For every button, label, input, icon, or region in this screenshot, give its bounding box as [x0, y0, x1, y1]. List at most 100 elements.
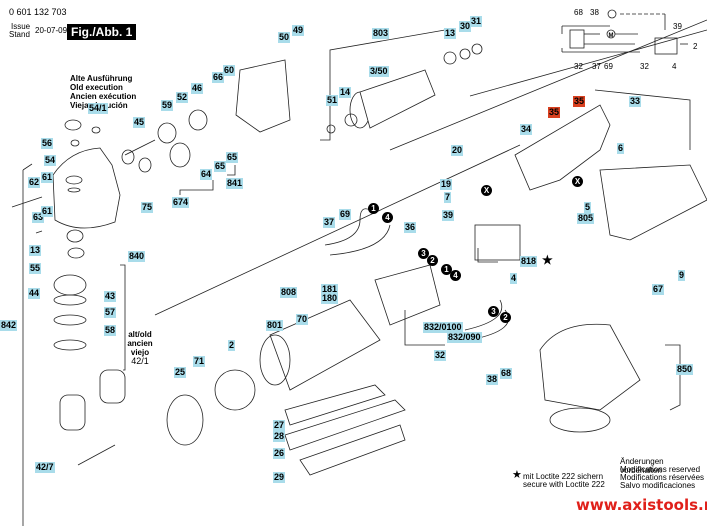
part-number: 0 601 132 703 [9, 7, 67, 17]
part-label[interactable]: 65 [226, 152, 239, 163]
part-label[interactable]: 850 [676, 364, 694, 375]
part-label[interactable]: 70 [296, 314, 309, 325]
circuit-label-39: 39 [673, 22, 682, 31]
part-label[interactable]: 32 [434, 350, 447, 361]
part-label[interactable]: 54 [44, 155, 57, 166]
part-label[interactable]: 674 [172, 197, 190, 208]
part-label[interactable]: 63 [32, 212, 45, 223]
part-label[interactable]: 50 [278, 32, 291, 43]
part-label[interactable]: 37 [323, 217, 336, 228]
note-en: Old execution [70, 83, 123, 92]
part-label-highlighted[interactable]: 35 [548, 107, 561, 118]
wire-marker-3: 3 [418, 248, 429, 259]
part-label[interactable]: 42/7 [35, 462, 55, 473]
wiring-schematic [561, 9, 688, 55]
part-label-highlighted[interactable]: 35 [573, 96, 586, 107]
old-chuck-de: alt/old [128, 330, 152, 339]
part-label[interactable]: 803 [372, 28, 390, 39]
part-label[interactable]: 2 [228, 340, 236, 351]
part-label[interactable]: 49 [292, 25, 305, 36]
part-label[interactable]: 818 [520, 256, 538, 267]
part-label[interactable]: 13 [29, 245, 42, 256]
part-label[interactable]: 3/50 [369, 66, 389, 77]
switch-unit [474, 224, 521, 261]
old-chuck-fr: ancien [127, 339, 153, 348]
gear-housing-plate [235, 59, 291, 133]
part-label[interactable]: 60 [223, 65, 236, 76]
part-label[interactable]: 30 [459, 21, 472, 32]
part-label[interactable]: 14 [339, 87, 352, 98]
part-label[interactable]: 46 [191, 83, 204, 94]
part-label[interactable]: 38 [486, 374, 499, 385]
part-label[interactable]: 842 [0, 320, 18, 331]
wire-marker-1: 1 [368, 203, 379, 214]
loctite-note-de: mit Loctite 222 sichern [523, 472, 604, 481]
part-label[interactable]: 6 [617, 143, 625, 154]
part-label[interactable]: 45 [133, 117, 146, 128]
part-label[interactable]: 36 [404, 222, 417, 233]
part-label[interactable]: 56 [41, 138, 54, 149]
issue-date: 20-07-09 [35, 26, 68, 35]
part-label[interactable]: 75 [141, 202, 154, 213]
wire-marker-2: 2 [500, 312, 511, 323]
circuit-label-2: 2 [693, 42, 698, 51]
part-label[interactable]: 4 [510, 273, 518, 284]
part-label[interactable]: 805 [577, 213, 595, 224]
circuit-label-38: 38 [590, 8, 599, 17]
part-label[interactable]: 19 [440, 179, 453, 190]
part-label[interactable]: 29 [273, 472, 286, 483]
part-label[interactable]: 69 [339, 209, 352, 220]
part-label[interactable]: 66 [212, 72, 225, 83]
part-label[interactable]: 67 [652, 284, 665, 295]
part-label[interactable]: 840 [128, 251, 146, 262]
part-label[interactable]: 26 [273, 448, 286, 459]
wire-marker-2: 2 [427, 255, 438, 266]
armature [359, 69, 436, 129]
part-label[interactable]: 59 [161, 100, 174, 111]
part-label[interactable]: 55 [29, 263, 42, 274]
part-label[interactable]: 65 [214, 161, 227, 172]
part-label[interactable]: 832/0100 [423, 322, 463, 333]
part-label[interactable]: 54/1 [88, 103, 108, 114]
part-label[interactable]: 25 [174, 367, 187, 378]
part-label[interactable]: 31 [470, 16, 483, 27]
modifications-es: Salvo modificaciones [620, 481, 696, 490]
part-label[interactable]: 27 [273, 420, 286, 431]
part-label[interactable]: 28 [273, 431, 286, 442]
part-label[interactable]: 801 [266, 320, 284, 331]
drill-chuck [59, 394, 86, 431]
part-label[interactable]: 44 [28, 288, 41, 299]
part-label[interactable]: 13 [444, 28, 457, 39]
handle-housing [514, 104, 611, 191]
part-label[interactable]: 5 [584, 202, 592, 213]
circuit-label-37: 37 [592, 62, 601, 71]
part-label[interactable]: 62 [28, 177, 41, 188]
part-label[interactable]: 68 [500, 368, 513, 379]
part-label[interactable]: 52 [176, 92, 189, 103]
part-label[interactable]: 39 [442, 210, 455, 221]
star-legend-icon: ★ [512, 469, 522, 481]
wire-marker-x: X [481, 185, 492, 196]
part-label[interactable]: 64 [200, 169, 213, 180]
part-label[interactable]: 181 [321, 284, 339, 295]
part-label[interactable]: 51 [326, 95, 339, 106]
part-label[interactable]: 34 [520, 124, 533, 135]
old-chuck-number: 42/1 [131, 356, 149, 366]
website-link[interactable]: www.axistools.ru [576, 496, 707, 514]
part-label[interactable]: 7 [444, 192, 452, 203]
gear-head-housing [52, 147, 121, 229]
part-label[interactable]: 71 [193, 356, 206, 367]
part-label[interactable]: 58 [104, 325, 117, 336]
part-label[interactable]: 33 [629, 96, 642, 107]
part-label[interactable]: 808 [280, 287, 298, 298]
part-label[interactable]: 841 [226, 178, 244, 189]
part-label[interactable]: 20 [451, 145, 464, 156]
part-label[interactable]: 9 [678, 270, 686, 281]
part-label[interactable]: 61 [41, 206, 54, 217]
part-label[interactable]: 832/090 [447, 332, 482, 343]
part-label[interactable]: 61 [41, 172, 54, 183]
part-label[interactable]: 57 [104, 307, 117, 318]
part-label[interactable]: 43 [104, 291, 117, 302]
part-label[interactable]: 180 [321, 293, 339, 304]
